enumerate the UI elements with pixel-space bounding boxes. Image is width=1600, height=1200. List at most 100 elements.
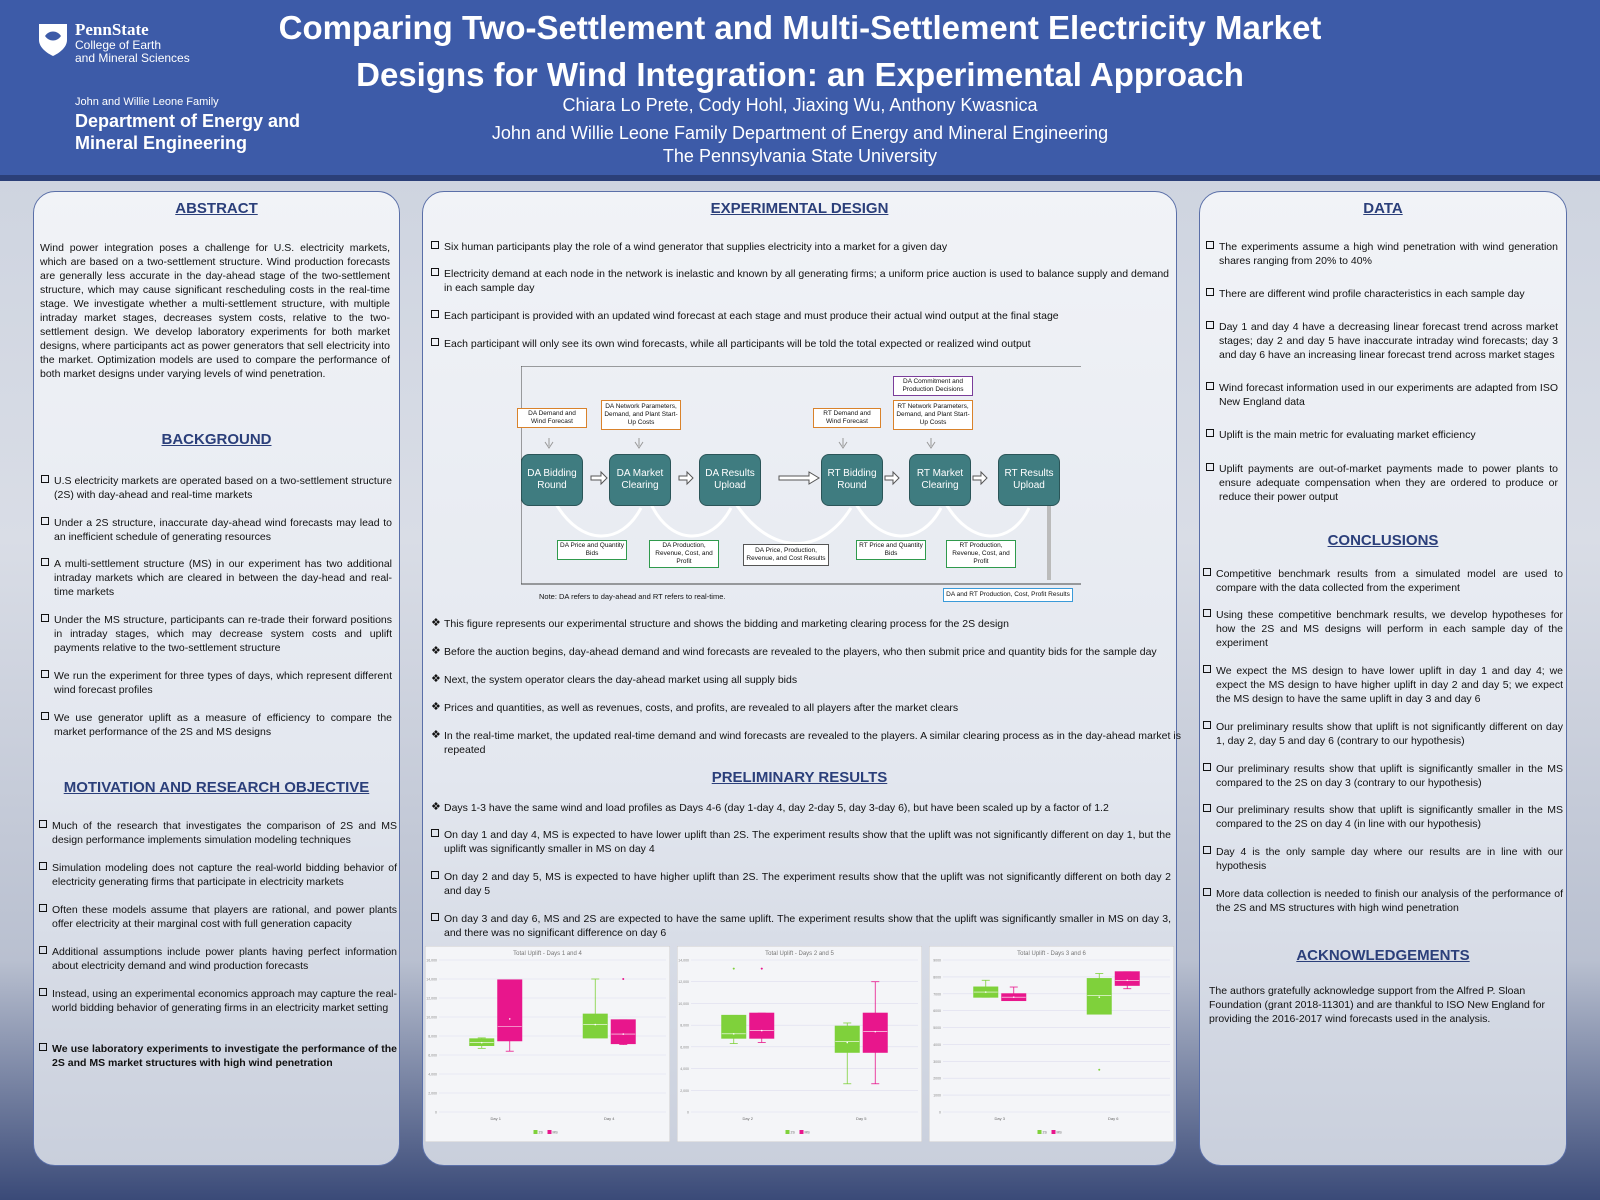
y-tick-label: 2,000: [680, 1089, 689, 1093]
y-tick-label: 6,000: [680, 1045, 689, 1049]
experimental-item: Six human participants play the role of …: [431, 240, 1169, 254]
experimental-detail: ❖Before the auction begins, day-ahead de…: [431, 645, 1157, 658]
affiliation-line-1: John and Willie Leone Family Department …: [491, 123, 1109, 143]
left-panel: [33, 191, 400, 1166]
conclusions-item: More data collection is needed to finish…: [1203, 887, 1563, 915]
da-network-parameters: DA Network Parameters, Demand, and Plant…: [601, 400, 681, 430]
mean-point: [846, 1041, 849, 1044]
boxplot-days-1-4: Total Uplift - Days 1 and 402,0004,0006,…: [425, 946, 670, 1142]
legend-label: 2S: [539, 1131, 544, 1135]
diamond-bullet-icon: ❖: [431, 617, 441, 629]
checkbox-bullet-icon: [431, 913, 439, 921]
experimental-detail: ❖Next, the system operator clears the da…: [431, 673, 798, 686]
motivation-item: Additional assumptions include power pla…: [39, 945, 397, 973]
y-tick-label: 6,000: [428, 1054, 437, 1058]
y-tick-label: 8,000: [428, 1035, 437, 1039]
data-item: There are different wind profile charact…: [1206, 287, 1558, 301]
abstract-title: ABSTRACT: [175, 200, 258, 217]
poster-title: Comparing Two-Settlement and Multi-Settl…: [250, 4, 1350, 98]
motivation-title: MOTIVATION AND RESEARCH OBJECTIVE: [63, 779, 370, 796]
poster-header: PennState College of Earth and Mineral S…: [0, 0, 1600, 181]
checkbox-bullet-icon: [431, 829, 439, 837]
da-bidding-round: DA Bidding Round: [521, 454, 583, 506]
diamond-bullet-icon: ❖: [431, 645, 441, 657]
y-tick-label: 14,000: [678, 959, 689, 963]
y-tick-label: 5000: [933, 1026, 941, 1030]
checkbox-bullet-icon: [431, 268, 439, 276]
x-tick-label: Day 5: [856, 1116, 867, 1121]
y-tick-label: 12,000: [678, 980, 689, 984]
box: [862, 1012, 888, 1053]
y-tick-label: 6000: [933, 1009, 941, 1013]
motivation-item: Simulation modeling does not capture the…: [39, 861, 397, 889]
checkbox-bullet-icon: [39, 946, 47, 954]
mean-point: [984, 991, 987, 993]
x-tick-label: Day 2: [743, 1116, 754, 1121]
checkbox-bullet-icon: [39, 988, 47, 996]
outlier-point: [760, 967, 763, 970]
background-item: A multi-settlement structure (MS) in our…: [41, 557, 392, 599]
da-market-clearing: DA Market Clearing: [609, 454, 671, 506]
abstract-text: Wind power integration poses a challenge…: [40, 242, 390, 380]
y-tick-label: 4000: [933, 1043, 941, 1047]
da-results-upload: DA Results Upload: [699, 454, 761, 506]
prelim-item: On day 2 and day 5, MS is expected to ha…: [431, 870, 1171, 898]
data-title: DATA: [1363, 200, 1403, 217]
mean-point: [480, 1041, 483, 1044]
experimental-item: Each participant is provided with an upd…: [431, 309, 1169, 323]
checkbox-bullet-icon: [1206, 382, 1214, 390]
market-flow-diagram: DA Bidding Round DA Market Clearing DA R…: [517, 366, 1081, 606]
chart-title: Total Uplift - Days 3 and 6: [1017, 951, 1086, 957]
checkbox-bullet-icon: [1203, 609, 1211, 617]
conclusions-item: Our preliminary results show that uplift…: [1203, 720, 1563, 748]
data-item: Uplift payments are out-of-market paymen…: [1206, 462, 1558, 504]
y-tick-label: 8000: [933, 975, 941, 979]
checkbox-bullet-icon: [1206, 429, 1214, 437]
diamond-bullet-icon: ❖: [431, 673, 441, 685]
dept-line-1: Department of Energy and: [75, 111, 301, 131]
affiliation-line-2: The Pennsylvania State University: [662, 146, 938, 166]
y-tick-label: 14,000: [426, 978, 437, 982]
diamond-bullet-icon: ❖: [431, 801, 441, 813]
data-item: Wind forecast information used in our ex…: [1206, 381, 1558, 409]
checkbox-bullet-icon: [1203, 888, 1211, 896]
motivation-item: Often these models assume that players a…: [39, 903, 397, 931]
experimental-item: Electricity demand at each node in the n…: [431, 267, 1169, 295]
background-item: Under a 2S structure, inaccurate day-ahe…: [41, 516, 392, 544]
checkbox-bullet-icon: [431, 310, 439, 318]
rt-demand-wind-forecast: RT Demand and Wind Forecast: [813, 408, 881, 428]
checkbox-bullet-icon: [431, 871, 439, 879]
da-rt-production-results: DA and RT Production, Cost, Profit Resul…: [943, 588, 1073, 602]
y-tick-label: 7000: [933, 992, 941, 996]
legend-label: 2S: [1043, 1131, 1048, 1135]
y-tick-label: 10,000: [426, 1016, 437, 1020]
conclusions-item: Competitive benchmark results from a sim…: [1203, 567, 1563, 595]
checkbox-bullet-icon: [1203, 568, 1211, 576]
dept-family: John and Willie Leone Family: [75, 96, 219, 108]
motivation-item: We use laboratory experiments to investi…: [39, 1042, 397, 1070]
checkbox-bullet-icon: [1206, 321, 1214, 329]
affiliation: John and Willie Leone Family Department …: [250, 122, 1350, 168]
conclusions-item: Day 4 is the only sample day where our r…: [1203, 845, 1563, 873]
rt-price-quantity-bids: RT Price and Quantity Bids: [856, 540, 926, 560]
checkbox-bullet-icon: [41, 712, 49, 720]
checkbox-bullet-icon: [41, 614, 49, 622]
y-tick-label: 0: [939, 1111, 941, 1115]
checkbox-bullet-icon: [1203, 721, 1211, 729]
y-tick-label: 4,000: [428, 1073, 437, 1077]
checkbox-bullet-icon: [41, 670, 49, 678]
x-tick-label: Day 3: [995, 1116, 1006, 1121]
background-item: U.S electricity markets are operated bas…: [41, 474, 392, 502]
checkbox-bullet-icon: [39, 904, 47, 912]
motivation-item: Much of the research that investigates t…: [39, 819, 397, 847]
conclusions-title: CONCLUSIONS: [1327, 532, 1439, 549]
da-commitment-decisions: DA Commitment and Production Decisions: [893, 376, 973, 396]
motivation-item: Instead, using an experimental economics…: [39, 987, 397, 1015]
checkbox-bullet-icon: [1206, 241, 1214, 249]
checkbox-bullet-icon: [1206, 288, 1214, 296]
box: [1086, 978, 1112, 1015]
conclusions-item: Our preliminary results show that uplift…: [1203, 762, 1563, 790]
da-demand-wind-forecast: DA Demand and Wind Forecast: [517, 408, 587, 428]
background-item: Under the MS structure, participants can…: [41, 613, 392, 655]
prelim-item: On day 3 and day 6, MS and 2S are expect…: [431, 912, 1171, 940]
